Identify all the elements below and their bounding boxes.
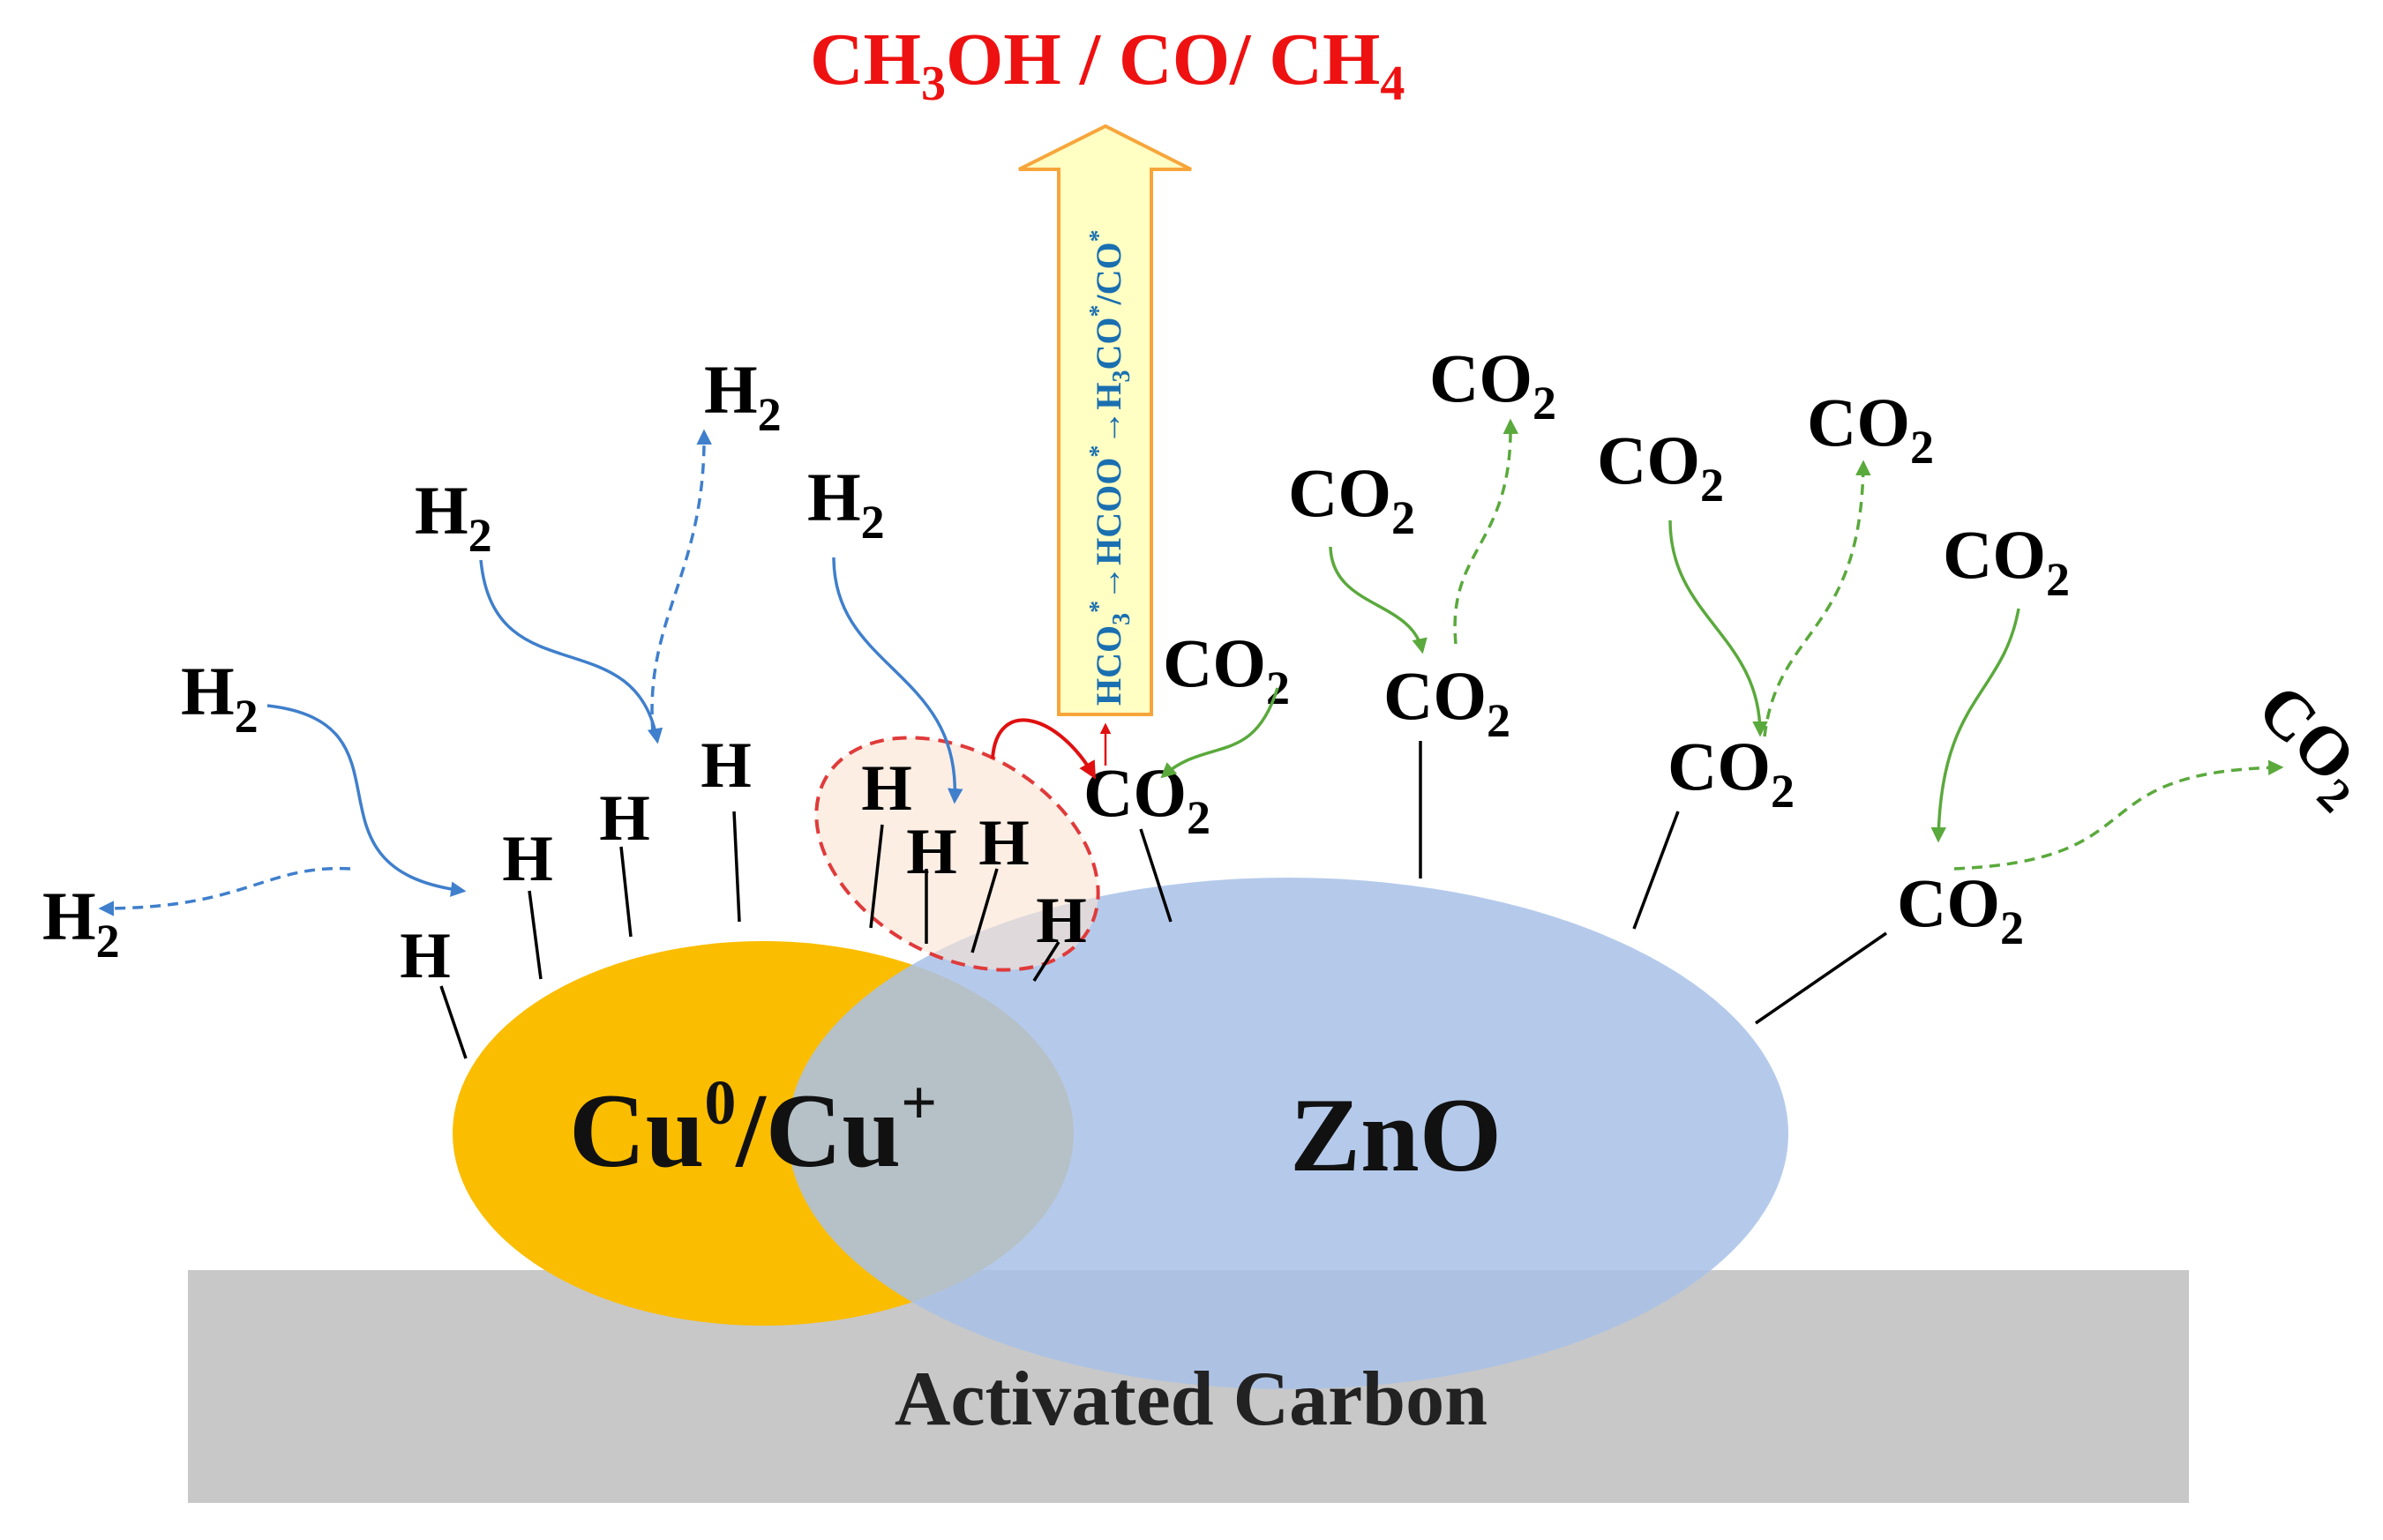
h2-adsorption-arrow bbox=[266, 704, 467, 897]
h-atom: H bbox=[861, 752, 912, 825]
co2-molecule: CO2 bbox=[1667, 728, 1795, 818]
adsorbed-h-atoms: H H H H H H H H bbox=[400, 729, 1087, 992]
h2-molecule: H2 bbox=[42, 878, 120, 968]
co2-adsorption-arrow bbox=[1930, 608, 2020, 843]
co2-molecule: CO2 bbox=[1083, 754, 1210, 844]
h-atom: H bbox=[400, 920, 451, 992]
h2-adsorption-arrow bbox=[479, 559, 663, 744]
co2-molecules: CO2 CO2 CO2 CO2 CO2 CO2 CO2 CO2 CO2 CO2 … bbox=[1083, 340, 2383, 954]
h2-adsorption-arrow bbox=[832, 557, 963, 804]
support-label: Activated Carbon bbox=[895, 1357, 1488, 1442]
reaction-pathway-label: HCO3*→HCOO*→H3CO*/CO* bbox=[1085, 229, 1135, 706]
co2-molecule: CO2 bbox=[2234, 669, 2383, 823]
products-title: CH3OH / CO/ CH4 bbox=[810, 19, 1405, 111]
co2-adsorption-arrow bbox=[1160, 687, 1279, 779]
h2-desorption-arrow bbox=[650, 429, 712, 733]
co2-adsorption-arrow bbox=[1329, 546, 1428, 654]
h-atom: H bbox=[1036, 885, 1087, 957]
h-atom: H bbox=[978, 807, 1030, 879]
co2-bonds bbox=[1139, 741, 1887, 1025]
zno-label: ZnO bbox=[1290, 1076, 1502, 1193]
co2-desorption-arrow bbox=[1953, 759, 2284, 871]
reaction-pathway-arrow bbox=[1018, 123, 1192, 716]
co2-molecule: CO2 bbox=[1807, 384, 1934, 474]
h2-desorption-arrow bbox=[98, 866, 351, 916]
h2-molecule: H2 bbox=[415, 472, 492, 562]
spillover-arrows bbox=[991, 718, 1112, 780]
active-site-ellipse bbox=[814, 736, 1100, 972]
h2-molecules: H2 H2 H2 H2 H2 bbox=[42, 351, 885, 968]
h-atom: H bbox=[906, 816, 957, 888]
h2-arrows bbox=[98, 429, 963, 916]
h-atom: H bbox=[701, 729, 752, 802]
co2-molecule: CO2 bbox=[1897, 864, 2024, 954]
h2-molecule: H2 bbox=[807, 459, 885, 549]
h-atom: H bbox=[599, 782, 650, 855]
co2-desorption-arrow bbox=[1453, 418, 1519, 645]
co2-desorption-arrow bbox=[1763, 460, 1871, 737]
co2-adsorption-arrow bbox=[1668, 520, 1768, 737]
h2-molecule: H2 bbox=[704, 351, 782, 441]
co2-molecule: CO2 bbox=[1383, 657, 1510, 747]
zno-particle bbox=[788, 878, 1788, 1389]
cu-label: Cu0/Cu+ bbox=[569, 1067, 937, 1189]
co2-molecule: CO2 bbox=[1429, 340, 1556, 430]
co2-arrows bbox=[1160, 418, 2284, 871]
co2-molecule: CO2 bbox=[1163, 624, 1290, 714]
h-atom: H bbox=[502, 823, 553, 895]
h-bonds bbox=[439, 811, 1060, 1059]
h2-molecule: H2 bbox=[181, 653, 259, 743]
co2-molecule: CO2 bbox=[1597, 422, 1724, 512]
hydrogen-spillover-arrow bbox=[991, 718, 1096, 780]
co2-molecule: CO2 bbox=[1288, 454, 1415, 544]
co2-molecule: CO2 bbox=[1943, 516, 2070, 606]
